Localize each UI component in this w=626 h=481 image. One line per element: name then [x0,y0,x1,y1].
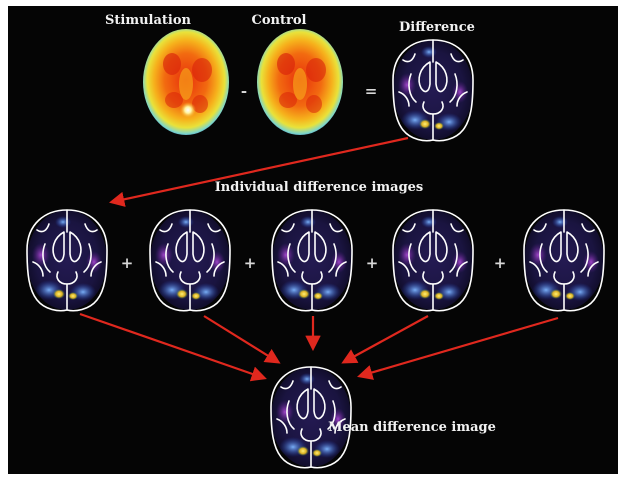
individual-difference-image-4 [393,210,473,311]
stimulation-pet-image [143,29,229,135]
equals-operator: = [365,82,378,100]
plus-operator-1: + [121,254,134,272]
minus-operator: - [241,82,247,100]
mean-difference-label: Mean difference image [328,420,496,435]
plus-operator-4: + [494,254,507,272]
arrow-image-2-to-mean [204,316,278,362]
plus-operator-3: + [366,254,379,272]
pet-subtraction-diagram: Stimulation Control Difference - = Indiv… [8,6,618,474]
individual-difference-image-2 [150,210,230,311]
arrow-image-4-to-mean [344,316,428,362]
difference-image [393,40,473,141]
difference-label: Difference [399,20,475,35]
individual-difference-image-5 [524,210,604,311]
control-pet-image [257,29,343,135]
plus-operator-2: + [244,254,257,272]
individual-difference-label: Individual difference images [215,180,424,195]
individual-difference-image-3 [272,210,352,311]
activation-hotspot [180,102,196,118]
individual-difference-image-1 [27,210,107,311]
control-label: Control [252,13,307,28]
arrow-image-5-to-mean [360,318,558,376]
stimulation-label: Stimulation [105,13,192,28]
mean-difference-image [271,367,351,468]
arrow-image-1-to-mean [80,314,264,378]
